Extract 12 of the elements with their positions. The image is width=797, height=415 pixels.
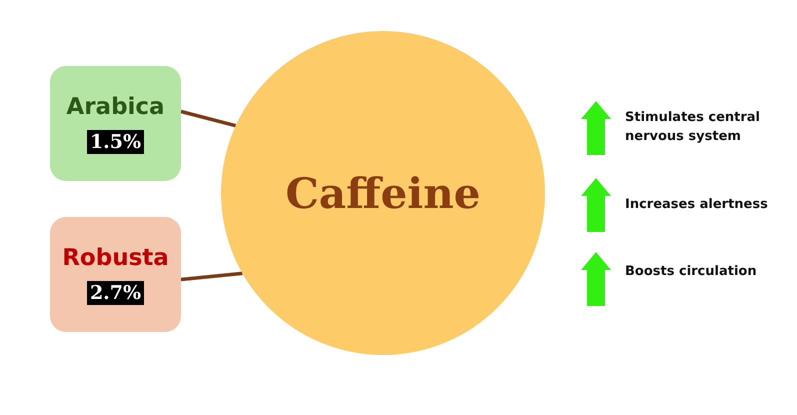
effect-label: Stimulates central nervous system	[625, 109, 761, 146]
connector-line	[180, 110, 236, 128]
effect-label: Boosts circulation	[625, 263, 758, 281]
card-box	[50, 66, 181, 181]
percentage-value: 2.7%	[86, 280, 144, 304]
connector-line	[180, 272, 243, 282]
node-title: Caffeine	[285, 168, 481, 218]
card-box	[50, 217, 181, 332]
node-title: Arabica	[66, 94, 165, 120]
node-title: Robusta	[62, 244, 169, 270]
effect-label: Increases alertness	[625, 196, 769, 214]
percentage-value: 1.5%	[86, 130, 144, 154]
